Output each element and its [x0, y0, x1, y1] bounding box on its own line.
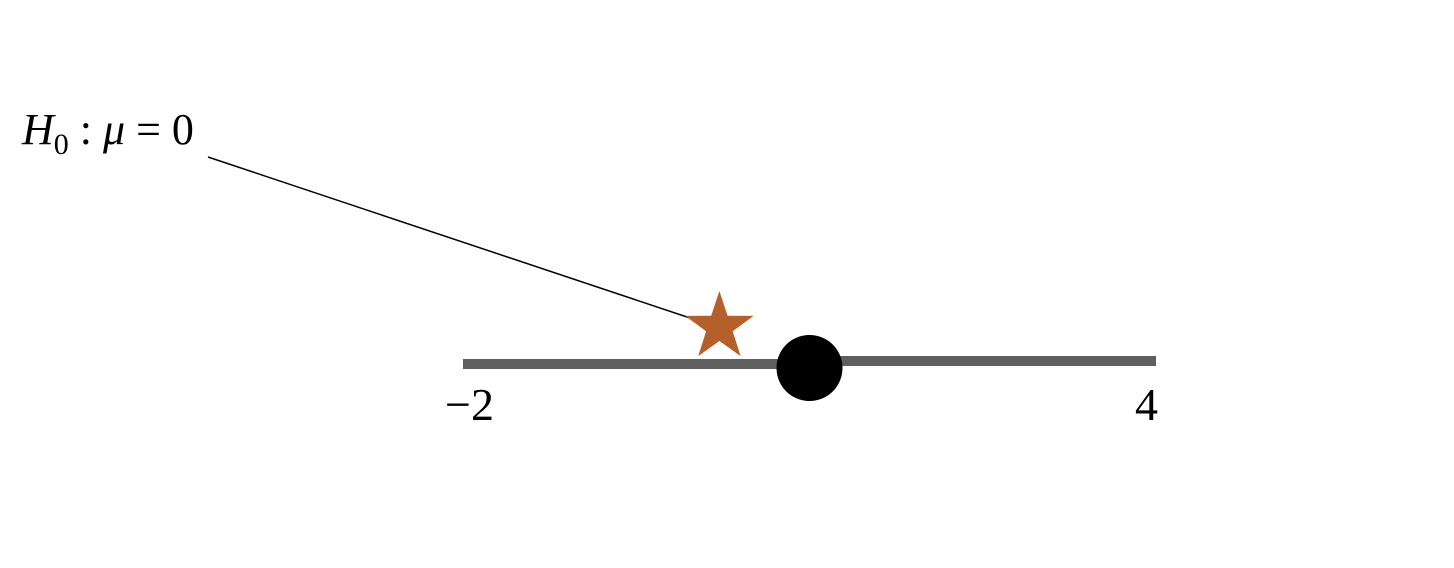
axis-min-label: −2 [445, 379, 494, 430]
axis-max-label: 4 [1135, 379, 1158, 430]
star-marker [685, 291, 754, 357]
annotation-leader-line [207, 156, 691, 319]
hypothesis-label: H0 : μ = 0 [22, 105, 194, 161]
circle-marker [776, 335, 843, 401]
